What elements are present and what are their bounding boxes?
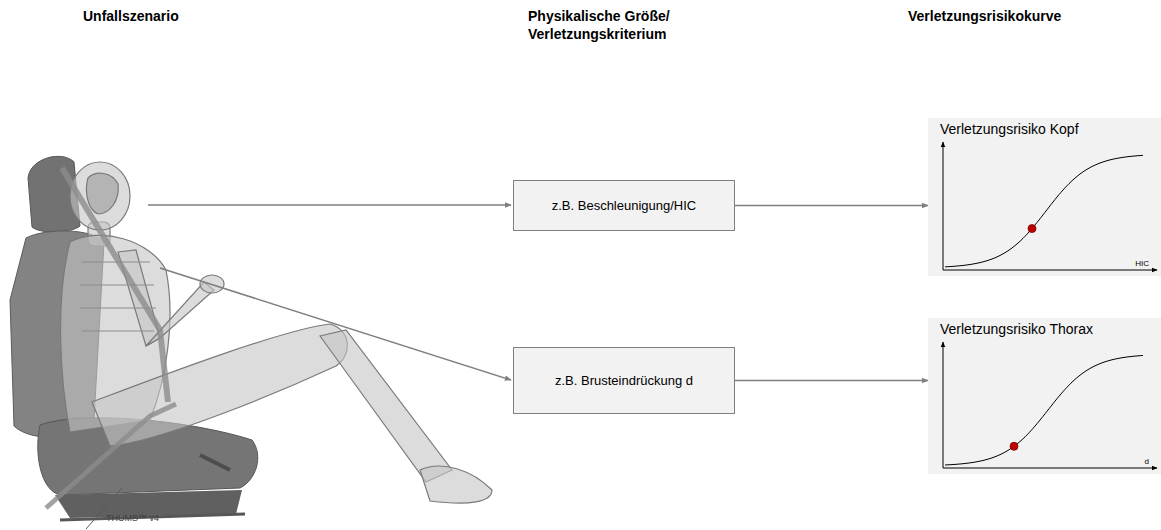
flow-arrow xyxy=(735,205,928,207)
seat-belt xyxy=(46,168,176,508)
y-axis xyxy=(943,342,944,468)
region-arrow xyxy=(160,268,511,380)
seat xyxy=(10,156,258,520)
risk-point xyxy=(1010,442,1018,450)
criterion-box: z.B. Brusteindrückung d xyxy=(513,347,735,414)
criterion-box: z.B. Beschleunigung/HIC xyxy=(513,180,735,231)
human-body-model xyxy=(61,162,492,503)
y-axis xyxy=(943,142,944,270)
risk-curve-panel: Verletzungsrisiko KopfHIC xyxy=(928,118,1161,276)
model-label: THUMS™ v4 xyxy=(106,513,196,524)
risk-curve-plot xyxy=(928,318,1161,474)
column-heading: Verletzungsrisikokurve xyxy=(908,8,1148,26)
risk-curve xyxy=(945,155,1143,266)
flow-arrow xyxy=(735,380,928,382)
column-heading: Physikalische Größe/ Verletzungskriteriu… xyxy=(528,8,693,43)
x-axis xyxy=(943,270,1157,271)
axis-label: HIC xyxy=(1135,259,1153,268)
region-arrow xyxy=(148,204,511,206)
chart-title: Verletzungsrisiko Thorax xyxy=(940,321,1153,337)
column-heading: Unfallszenario xyxy=(83,8,303,26)
risk-curve-plot xyxy=(928,118,1161,276)
criterion-text: z.B. Beschleunigung/HIC xyxy=(552,198,697,213)
risk-curve xyxy=(945,355,1143,464)
chart-title: Verletzungsrisiko Kopf xyxy=(940,121,1153,137)
axis-label: d xyxy=(1145,457,1153,466)
risk-point xyxy=(1028,225,1036,233)
criterion-text: z.B. Brusteindrückung d xyxy=(555,373,693,388)
x-axis xyxy=(943,468,1157,469)
risk-curve-panel: Verletzungsrisiko Thorax d xyxy=(928,318,1161,474)
